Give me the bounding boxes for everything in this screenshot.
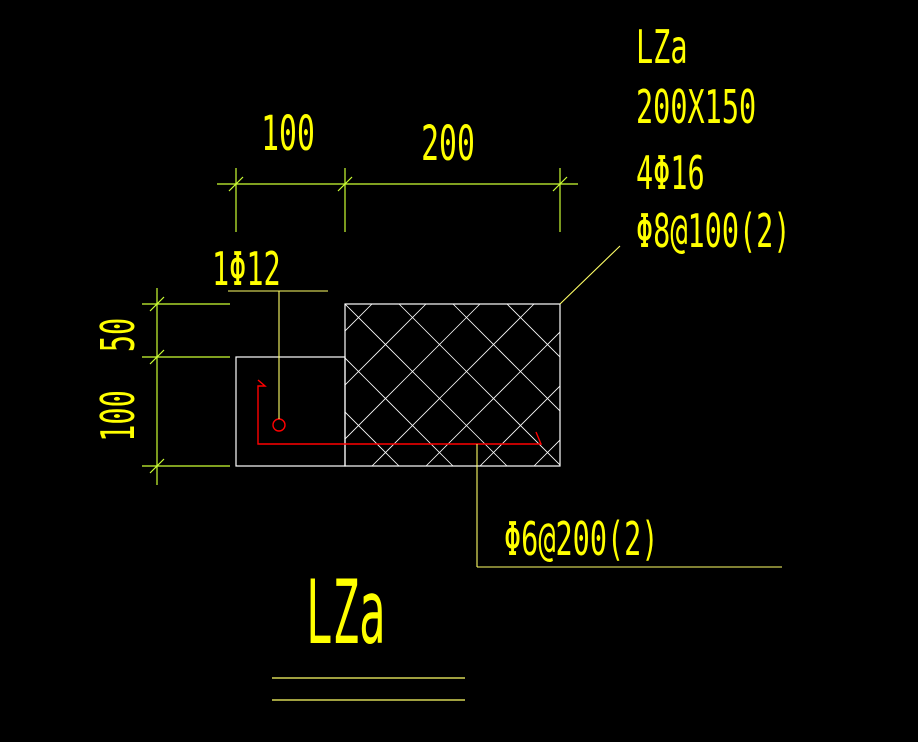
dimension-text-50-side: 50 xyxy=(92,318,146,352)
section-title-underline xyxy=(272,677,465,701)
bottom-stirrup-label: Φ6@200(2) xyxy=(504,513,659,567)
beam-name-label: LZa xyxy=(636,21,688,75)
hatch-line xyxy=(345,304,508,466)
side-tick-middle xyxy=(149,349,165,365)
hatch-line xyxy=(642,304,804,466)
stirrup-leader xyxy=(559,245,621,305)
hatch-line xyxy=(345,357,454,466)
hatch-line xyxy=(345,304,373,332)
hatch-line xyxy=(615,304,777,466)
main-rebar-label: 4Φ16 xyxy=(636,147,705,201)
dimension-text-100-side: 100 xyxy=(92,390,146,442)
hatch-line xyxy=(345,304,427,386)
hatch-line xyxy=(371,304,535,466)
hatch-line xyxy=(669,304,831,466)
dimension-text-200-top: 200 xyxy=(421,117,475,172)
side-dimension xyxy=(142,288,230,485)
hatch-line xyxy=(345,411,400,466)
flange-outline xyxy=(235,356,346,467)
hatch-line xyxy=(398,304,560,466)
hatch-line xyxy=(425,331,560,466)
hatch-line xyxy=(561,304,723,466)
section-outline xyxy=(235,303,561,467)
dimension-text-100-top: 100 xyxy=(261,107,315,162)
beam-size-label: 200X150 xyxy=(636,81,756,135)
stirrup-label: Φ8@100(2) xyxy=(636,205,791,259)
section-title: LZa xyxy=(306,562,385,664)
top-tick-left xyxy=(228,176,244,192)
top-tick-middle xyxy=(337,176,353,192)
leaders xyxy=(228,245,782,568)
bottom-stirrup-bar xyxy=(257,379,543,445)
concrete-hatch xyxy=(345,304,858,466)
hatch-line xyxy=(452,304,560,412)
hatch-line xyxy=(696,304,858,466)
top-dimension xyxy=(217,168,578,232)
hatch-line xyxy=(345,304,481,440)
side-rebar-circle xyxy=(272,418,286,432)
hatch-line xyxy=(533,439,560,466)
side-tick-bottom xyxy=(149,458,165,474)
hatch-line xyxy=(506,304,560,358)
side-tick-top xyxy=(149,296,165,312)
hatch-line xyxy=(588,304,750,466)
top-tick-right xyxy=(552,176,568,192)
side-rebar-label: 1Φ12 xyxy=(212,243,281,297)
hatch-line xyxy=(479,385,560,466)
